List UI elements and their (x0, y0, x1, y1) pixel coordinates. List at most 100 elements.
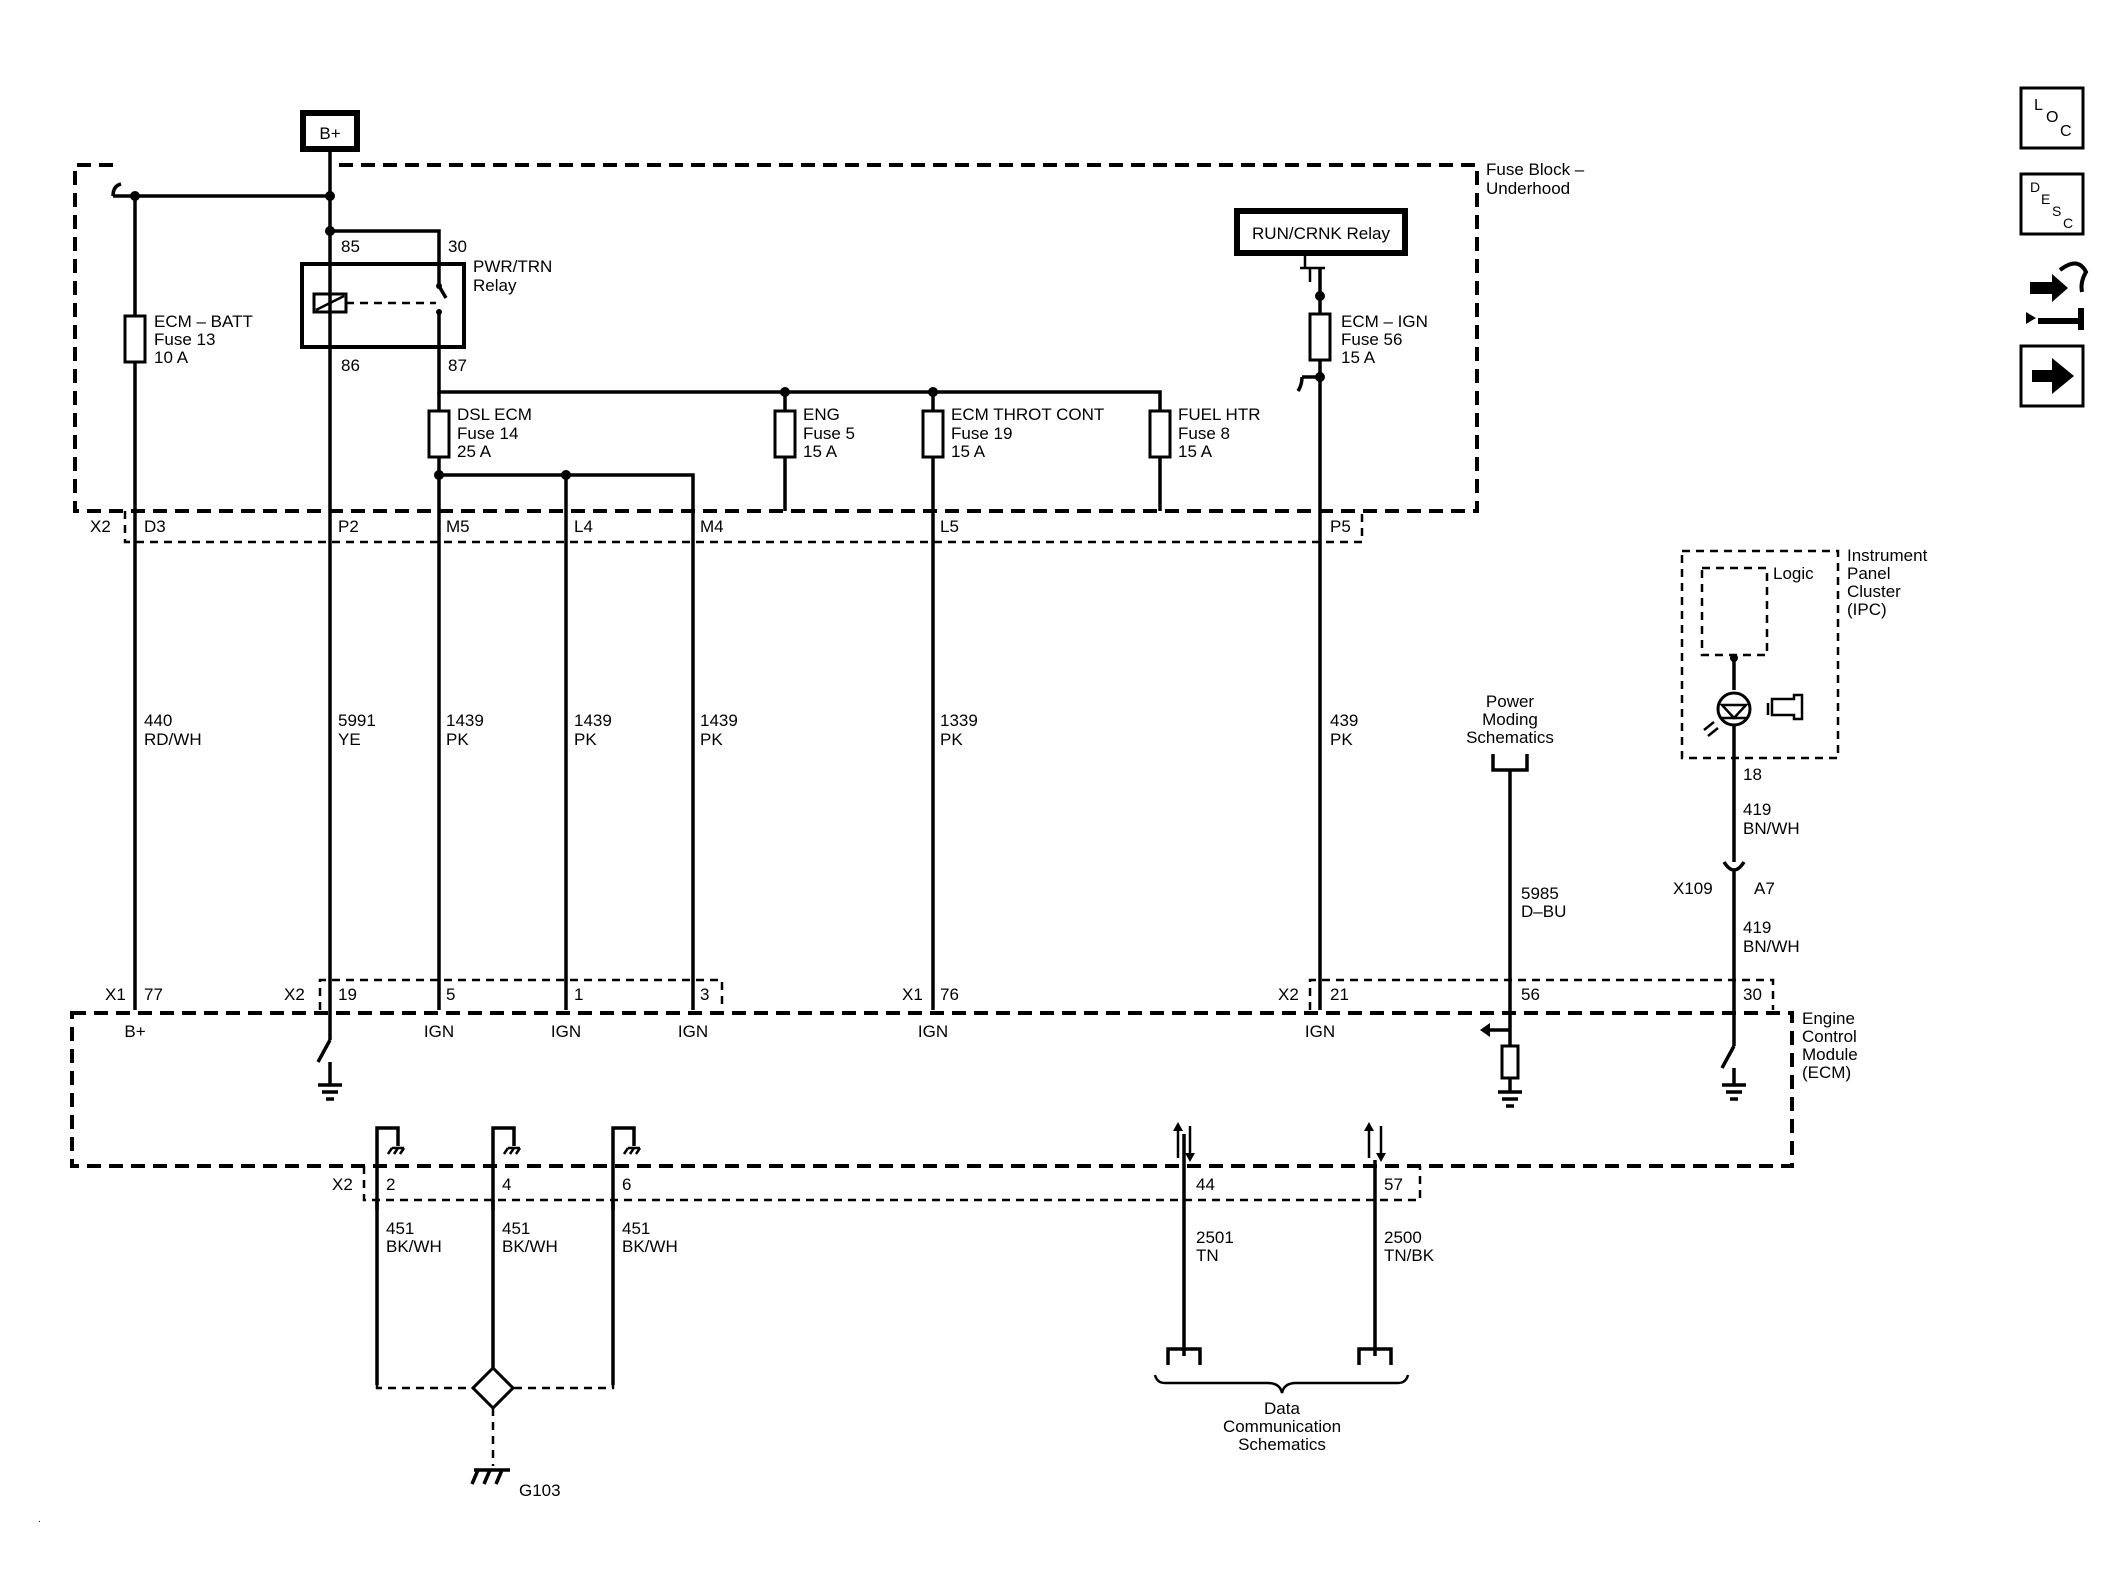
svg-text:B+: B+ (124, 1022, 145, 1041)
svg-text:57: 57 (1384, 1175, 1403, 1194)
svg-text:77: 77 (144, 985, 163, 1004)
fuse-ecm-ign (1308, 312, 1332, 362)
pwr-trn-relay: 85 30 86 87 PWR/TRN Relay (300, 229, 552, 375)
x109-connector (1722, 861, 1746, 872)
svg-text:440: 440 (144, 711, 172, 730)
fuse-ecm-batt-number: Fuse 13 (154, 330, 215, 349)
svg-text:YE: YE (338, 730, 361, 749)
power-moding-link[interactable]: Power Moding Schematics 5985 D–BU (1466, 692, 1566, 1010)
next-arrow-button[interactable] (2019, 344, 2085, 408)
fuse-fuel-htr-name: FUEL HTR (1178, 405, 1261, 424)
bplus-source: B+ (300, 110, 360, 152)
svg-text:IGN: IGN (424, 1022, 454, 1041)
svg-text:451: 451 (386, 1219, 414, 1238)
arrow-right-icon (2032, 358, 2074, 394)
fuse-fuel-htr (1148, 409, 1172, 459)
ground-wires (375, 1200, 615, 1385)
svg-text:30: 30 (1743, 985, 1762, 1004)
svg-text:451: 451 (502, 1219, 530, 1238)
svg-text:PK: PK (574, 730, 597, 749)
svg-text:Cluster: Cluster (1847, 582, 1901, 601)
svg-text:Schematics: Schematics (1466, 728, 1554, 747)
svg-text:18: 18 (1743, 765, 1762, 784)
relay-label-1: PWR/TRN (473, 257, 552, 276)
svg-text:(ECM): (ECM) (1802, 1063, 1851, 1082)
relay-pin-86: 86 (341, 356, 360, 375)
svg-text:56: 56 (1521, 985, 1540, 1004)
svg-text:IGN: IGN (1305, 1022, 1335, 1041)
relay-pin-30: 30 (448, 237, 467, 256)
ecm-outline (70, 1011, 1794, 1168)
loc-button[interactable]: L O C (2019, 86, 2085, 150)
svg-text:(IPC): (IPC) (1847, 600, 1887, 619)
fuse-eng-amps: 15 A (803, 442, 838, 461)
fuse-dsl-ecm (427, 409, 451, 459)
svg-text:PK: PK (700, 730, 723, 749)
svg-text:2: 2 (386, 1175, 395, 1194)
desc-button[interactable]: D E S C (2019, 172, 2085, 236)
svg-text:D–BU: D–BU (1521, 902, 1566, 921)
svg-text:1: 1 (574, 985, 583, 1004)
svg-text:IGN: IGN (551, 1022, 581, 1041)
svg-text:76: 76 (940, 985, 959, 1004)
svg-text:C: C (2063, 215, 2073, 231)
fuse-dsl-ecm-number: Fuse 14 (457, 424, 518, 443)
svg-text:5985: 5985 (1521, 884, 1559, 903)
svg-text:X1: X1 (105, 985, 126, 1004)
svg-text:419: 419 (1743, 918, 1771, 937)
fb-pin-p2: P2 (338, 517, 359, 536)
svg-text:TN: TN (1196, 1246, 1219, 1265)
ground-wire-labels: 451 BK/WH 451 BK/WH 451 BK/WH (386, 1219, 678, 1256)
fuse-eng-number: Fuse 5 (803, 424, 855, 443)
svg-text:Schematics: Schematics (1238, 1435, 1326, 1454)
svg-text:E: E (2041, 191, 2050, 207)
relay-87-bus (437, 347, 1162, 511)
fuse-ecm-throt-number: Fuse 19 (951, 424, 1012, 443)
fuse-eng-name: ENG (803, 405, 840, 424)
svg-text:Communication: Communication (1223, 1417, 1341, 1436)
svg-text:Moding: Moding (1482, 710, 1538, 729)
fuse-block-label-2: Underhood (1486, 179, 1570, 198)
bplus-label: B+ (319, 124, 340, 143)
svg-text:Engine: Engine (1802, 1009, 1855, 1028)
svg-text:BK/WH: BK/WH (502, 1237, 558, 1256)
svg-text:3: 3 (700, 985, 709, 1004)
mil-lamp-icon (1716, 691, 1752, 727)
svg-text:L: L (2034, 97, 2043, 114)
svg-text:419: 419 (1743, 800, 1771, 819)
fuse-block-label-1: Fuse Block – (1486, 160, 1585, 179)
engine-icon (1766, 693, 1804, 721)
fuse-ecm-batt-name: ECM – BATT (154, 312, 253, 331)
ground-splice-dashed (375, 1385, 615, 1390)
wire-labels: 440 RD/WH 5991 YE 1439 PK 1439 PK 1439 P… (144, 711, 1358, 749)
data-arrows (1173, 1122, 1386, 1356)
ecm-x2-conn-a (318, 978, 724, 1010)
ground-g103: G103 (470, 1468, 561, 1500)
svg-text:BK/WH: BK/WH (622, 1237, 678, 1256)
svg-text:1439: 1439 (700, 711, 738, 730)
fb-pin-m4: M4 (700, 517, 724, 536)
fb-pin-d3: D3 (144, 517, 166, 536)
fuse-dsl-ecm-name: DSL ECM (457, 405, 532, 424)
svg-text:IGN: IGN (678, 1022, 708, 1041)
svg-text:5991: 5991 (338, 711, 376, 730)
svg-text:TN/BK: TN/BK (1384, 1246, 1435, 1265)
svg-text:C: C (2060, 123, 2072, 140)
fuse-ecm-ign-name: ECM – IGN (1341, 312, 1428, 331)
fb-conn-name: X2 (90, 517, 111, 536)
run-crnk-label: RUN/CRNK Relay (1252, 224, 1390, 243)
svg-text:O: O (2046, 109, 2058, 126)
svg-text:19: 19 (338, 985, 357, 1004)
data-comm-link[interactable]: 2501 TN 2500 TN/BK Data Communication Sc… (1153, 1228, 1435, 1454)
connector-repair-icon[interactable] (2026, 261, 2089, 330)
ecm-internal-grounds (375, 1126, 642, 1210)
svg-text:X1: X1 (902, 985, 923, 1004)
fuse-eng (773, 409, 797, 459)
svg-text:IGN: IGN (918, 1022, 948, 1041)
svg-text:RD/WH: RD/WH (144, 730, 202, 749)
svg-text:21: 21 (1330, 985, 1349, 1004)
svg-text:2501: 2501 (1196, 1228, 1234, 1247)
svg-text:Panel: Panel (1847, 564, 1890, 583)
fuse-dsl-ecm-amps: 25 A (457, 442, 492, 461)
ipc-logic-label: Logic (1773, 564, 1814, 583)
